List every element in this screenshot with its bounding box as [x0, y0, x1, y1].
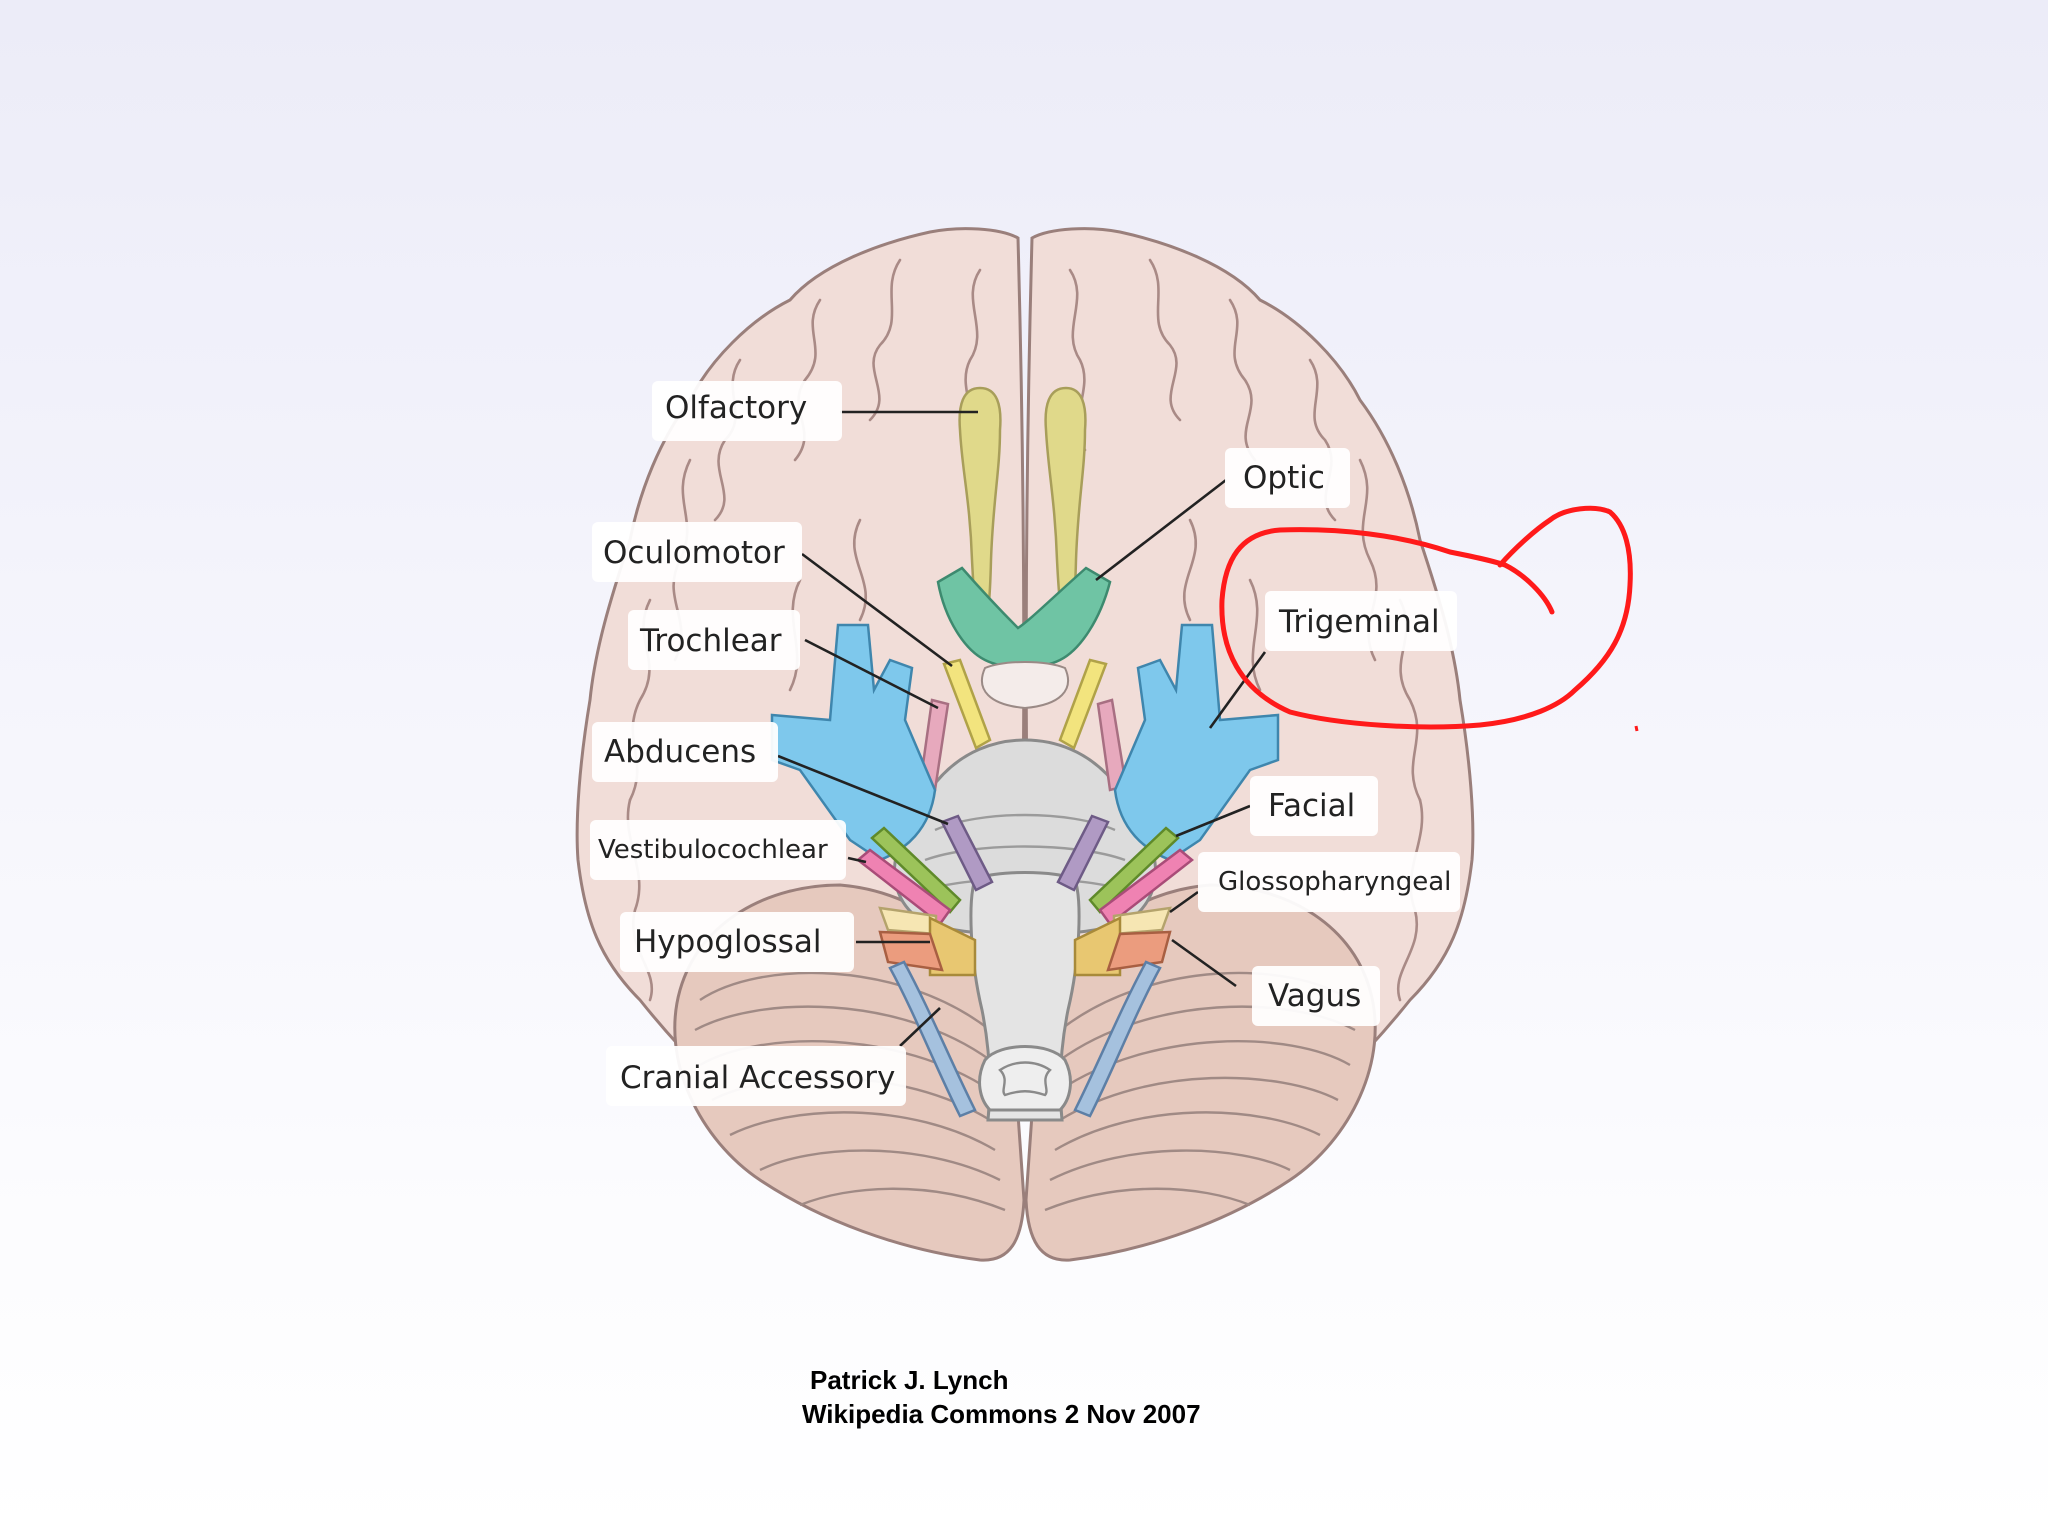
credit-source: Wikipedia Commons 2 Nov 2007: [802, 1399, 1201, 1429]
label-glossopharyngeal-text: Glossopharyngeal: [1218, 867, 1451, 897]
optic-nerve: [936, 566, 1112, 669]
label-optic-text: Optic: [1243, 460, 1325, 496]
label-facial-text: Facial: [1268, 788, 1355, 824]
abducens-nerve: [940, 814, 1110, 892]
facial-nerve: [870, 826, 1180, 914]
glossopharyngeal-nerve: [878, 906, 1172, 936]
label-oculomotor-text: Oculomotor: [603, 535, 785, 571]
label-abducens: Abducens: [592, 722, 778, 782]
vestibulocochlear-nerve: [856, 848, 1194, 926]
label-vestibulocochlear-text: Vestibulocochlear: [598, 835, 828, 865]
label-vagus-text: Vagus: [1268, 978, 1361, 1014]
cranial-accessory-nerve: [888, 960, 1162, 1118]
label-optic: Optic: [1225, 448, 1350, 508]
label-facial: Facial: [1250, 776, 1378, 836]
label-hypoglossal-text: Hypoglossal: [634, 924, 821, 960]
trochlear-nerve: [918, 698, 1128, 792]
label-hypoglossal: Hypoglossal: [620, 912, 854, 972]
leader-lines: [777, 410, 1267, 1047]
label-glossopharyngeal: Glossopharyngeal: [1198, 852, 1460, 912]
label-vestibulocochlear: Vestibulocochlear: [590, 820, 846, 880]
label-olfactory: Olfactory: [652, 381, 842, 441]
oculomotor-nerve: [942, 658, 1108, 750]
label-abducens-text: Abducens: [604, 734, 756, 770]
label-trigeminal-text: Trigeminal: [1278, 604, 1440, 640]
label-trochlear-text: Trochlear: [639, 623, 782, 659]
label-oculomotor: Oculomotor: [592, 522, 802, 582]
label-trigeminal: Trigeminal: [1265, 591, 1457, 651]
credit-author: Patrick J. Lynch: [810, 1365, 1009, 1395]
red-annotation-circle: [1219, 505, 1633, 730]
label-olfactory-text: Olfactory: [665, 390, 807, 426]
spinal-cord: [978, 1045, 1072, 1112]
label-trochlear: Trochlear: [628, 610, 800, 670]
label-cranial-accessory: Cranial Accessory: [606, 1046, 906, 1106]
label-vagus: Vagus: [1252, 966, 1380, 1026]
label-cranial-accessory-text: Cranial Accessory: [620, 1060, 895, 1096]
